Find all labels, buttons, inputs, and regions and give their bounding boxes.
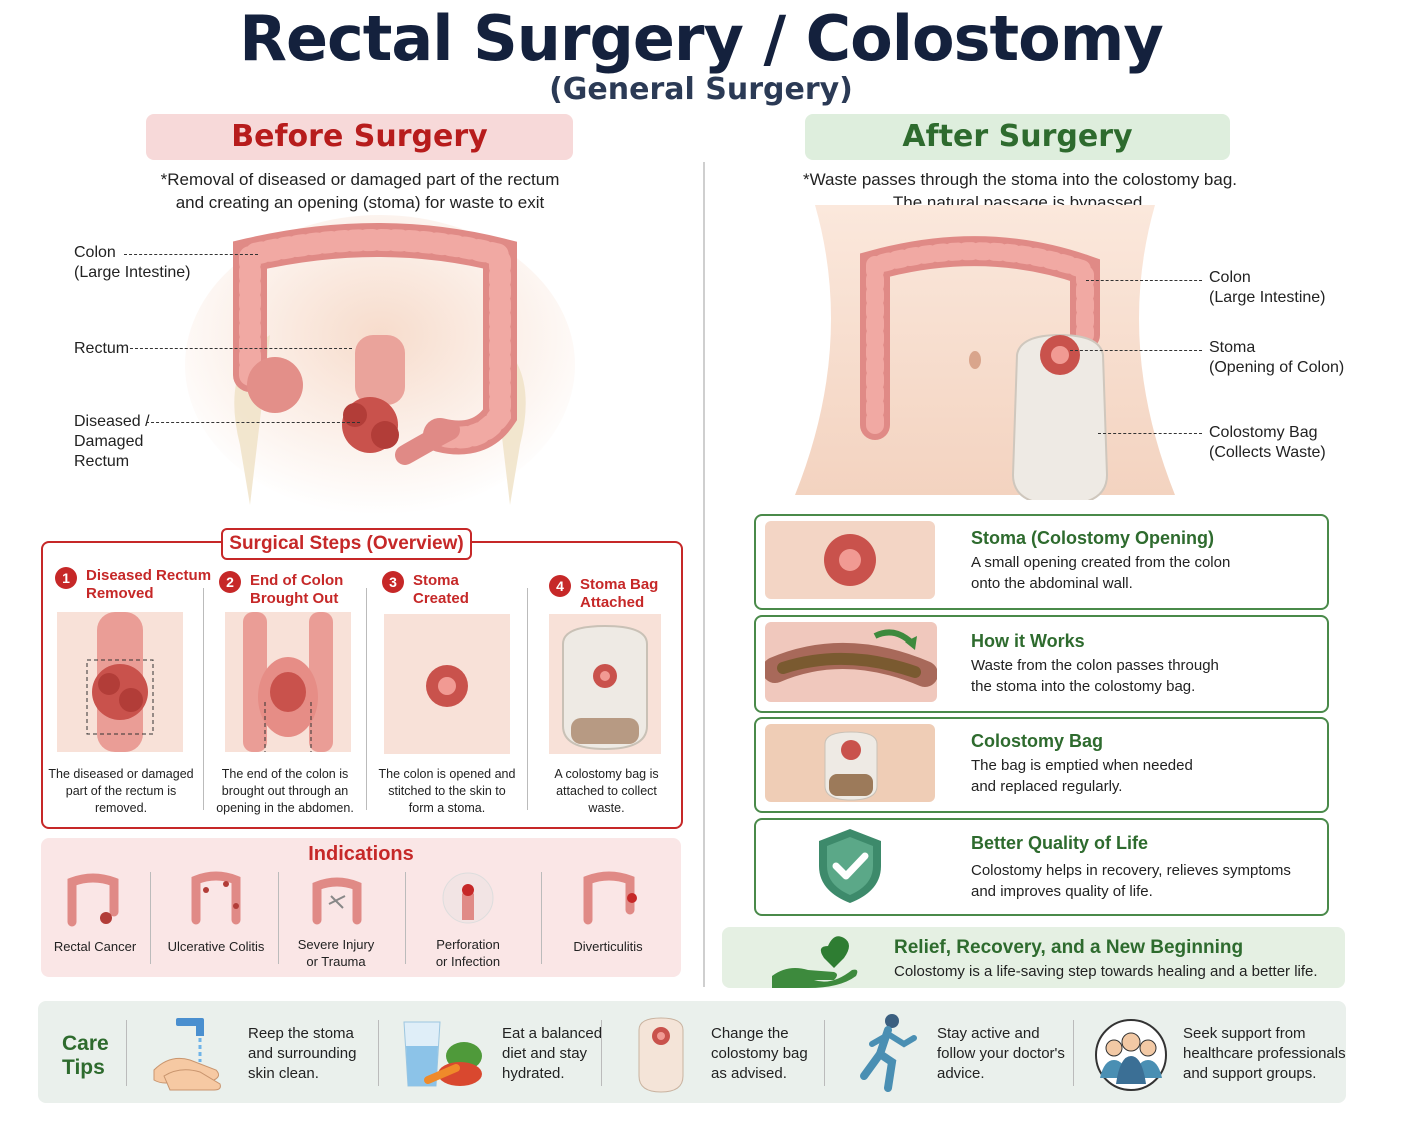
rectum-leader-line — [130, 348, 352, 349]
step-separator — [203, 588, 204, 810]
care-separator — [126, 1020, 127, 1086]
colostomy-bag-icon — [765, 724, 935, 802]
relief-title: Relief, Recovery, and a New Beginning — [894, 937, 1244, 958]
after-stoma-label: Stoma(Opening of Colon) — [1209, 339, 1345, 376]
indications-title: Indications — [308, 843, 414, 865]
hand-washing-icon — [153, 1018, 221, 1091]
card-text: Colostomy helps in recovery, relieves sy… — [971, 862, 1291, 900]
colon-leader-line — [124, 254, 258, 255]
step-2-illustration — [225, 612, 351, 752]
care-separator — [378, 1020, 379, 1086]
after-colon-leader-line — [1086, 280, 1202, 281]
after-colon-label: Colon(Large Intestine) — [1209, 269, 1326, 306]
before-surgery-header: Before Surgery — [146, 114, 573, 160]
shield-check-icon — [819, 829, 881, 903]
care-separator — [824, 1020, 825, 1086]
indication-label: Diverticulitis — [573, 939, 643, 954]
perforation-infection-icon — [442, 872, 494, 924]
step-4-illustration — [549, 614, 661, 754]
indication-separator — [150, 872, 151, 964]
after-surgery-header: After Surgery — [805, 114, 1230, 160]
indication-separator — [541, 872, 542, 964]
step-number-3: 3 — [382, 571, 404, 593]
indication-separator — [278, 872, 279, 964]
after-bag-label: Colostomy Bag(Collects Waste) — [1209, 424, 1326, 461]
step-separator — [527, 588, 528, 810]
card-title: Better Quality of Life — [971, 833, 1149, 853]
step-number-2: 2 — [219, 571, 241, 593]
center-divider — [703, 162, 705, 987]
page-subtitle: (General Surgery) — [549, 72, 853, 107]
indication-separator — [405, 872, 406, 964]
diverticulitis-icon — [583, 871, 637, 925]
stoma-leader-line — [1070, 350, 1202, 351]
colostomy-bag-change-icon — [638, 1017, 684, 1093]
ulcerative-colitis-icon — [191, 871, 241, 925]
indication-label: Rectal Cancer — [53, 939, 137, 954]
step-number-4: 4 — [549, 575, 571, 597]
before-anatomy-illustration — [185, 215, 575, 515]
stoma-closeup-icon — [765, 521, 935, 599]
support-group-icon — [1095, 1019, 1167, 1091]
step-separator — [366, 588, 367, 810]
bag-leader-line — [1098, 433, 1202, 434]
indication-label: Ulcerative Colitis — [167, 939, 265, 954]
hand-heart-icon — [772, 936, 858, 988]
running-person-icon — [860, 1014, 917, 1092]
card-title: How it Works — [971, 631, 1085, 651]
rectal-cancer-icon — [67, 873, 119, 927]
before-description: *Removal of diseased or damaged part of … — [160, 170, 560, 212]
healthy-food-icon — [403, 1021, 482, 1087]
before-rectum-label: Rectum — [74, 340, 130, 357]
step-number-1: 1 — [55, 567, 77, 589]
step-1-illustration — [57, 612, 183, 752]
before-colon-label: Colon(Large Intestine) — [74, 244, 191, 281]
care-separator — [601, 1020, 602, 1086]
waste-flow-icon — [765, 622, 937, 702]
after-anatomy-illustration — [795, 205, 1175, 500]
relief-text: Colostomy is a life-saving step towards … — [894, 963, 1318, 980]
surgical-steps-title: Surgical Steps (Overview) — [221, 528, 472, 560]
page-title: Rectal Surgery / Colostomy — [239, 2, 1164, 75]
card-title: Stoma (Colostomy Opening) — [971, 528, 1214, 548]
care-separator — [1073, 1020, 1074, 1086]
injury-trauma-icon — [312, 877, 362, 925]
diseased-leader-line — [146, 422, 360, 423]
card-title: Colostomy Bag — [971, 731, 1104, 751]
step-3-illustration — [384, 614, 510, 754]
